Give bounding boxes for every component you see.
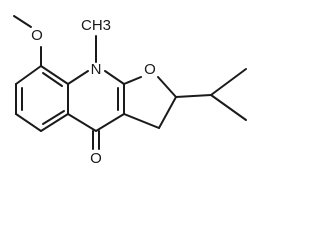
bond-c8a-c8-double [42,72,63,87]
bond-c4-c4a [67,113,97,132]
bond-c2-c3 [158,96,177,129]
bond-c5-c4a [40,113,69,132]
bond-c3a-c4 [95,113,125,132]
bond-o-methoxy-ch3 [13,15,32,28]
bond-ch-ch3-upper [210,68,247,96]
bond-c9a-o-furan [123,76,142,85]
atom-label-methoxy-oxygen: O [31,27,43,44]
bond-o-furan-c2 [157,76,177,98]
atom-label-n-methyl: CH3 [81,17,111,34]
bond-n-c9a [104,70,125,85]
molecule-structure: O N CH3 O O [13,15,247,167]
bond-c8a-c8 [40,65,69,85]
bond-ch-ch3-lower [210,94,247,121]
bond-c5-c4a-double [42,110,65,125]
atom-label-carbonyl-oxygen: O [90,150,102,167]
bond-c2-ch [175,94,212,98]
bond-c6-c5 [15,113,42,132]
bond-c8-c7 [15,65,42,85]
bond-c3-c3a [123,113,160,129]
atom-label-furan-oxygen: O [144,61,156,78]
bond-c8a-n [67,70,89,85]
atom-label-ring-nitrogen: N [91,61,102,78]
